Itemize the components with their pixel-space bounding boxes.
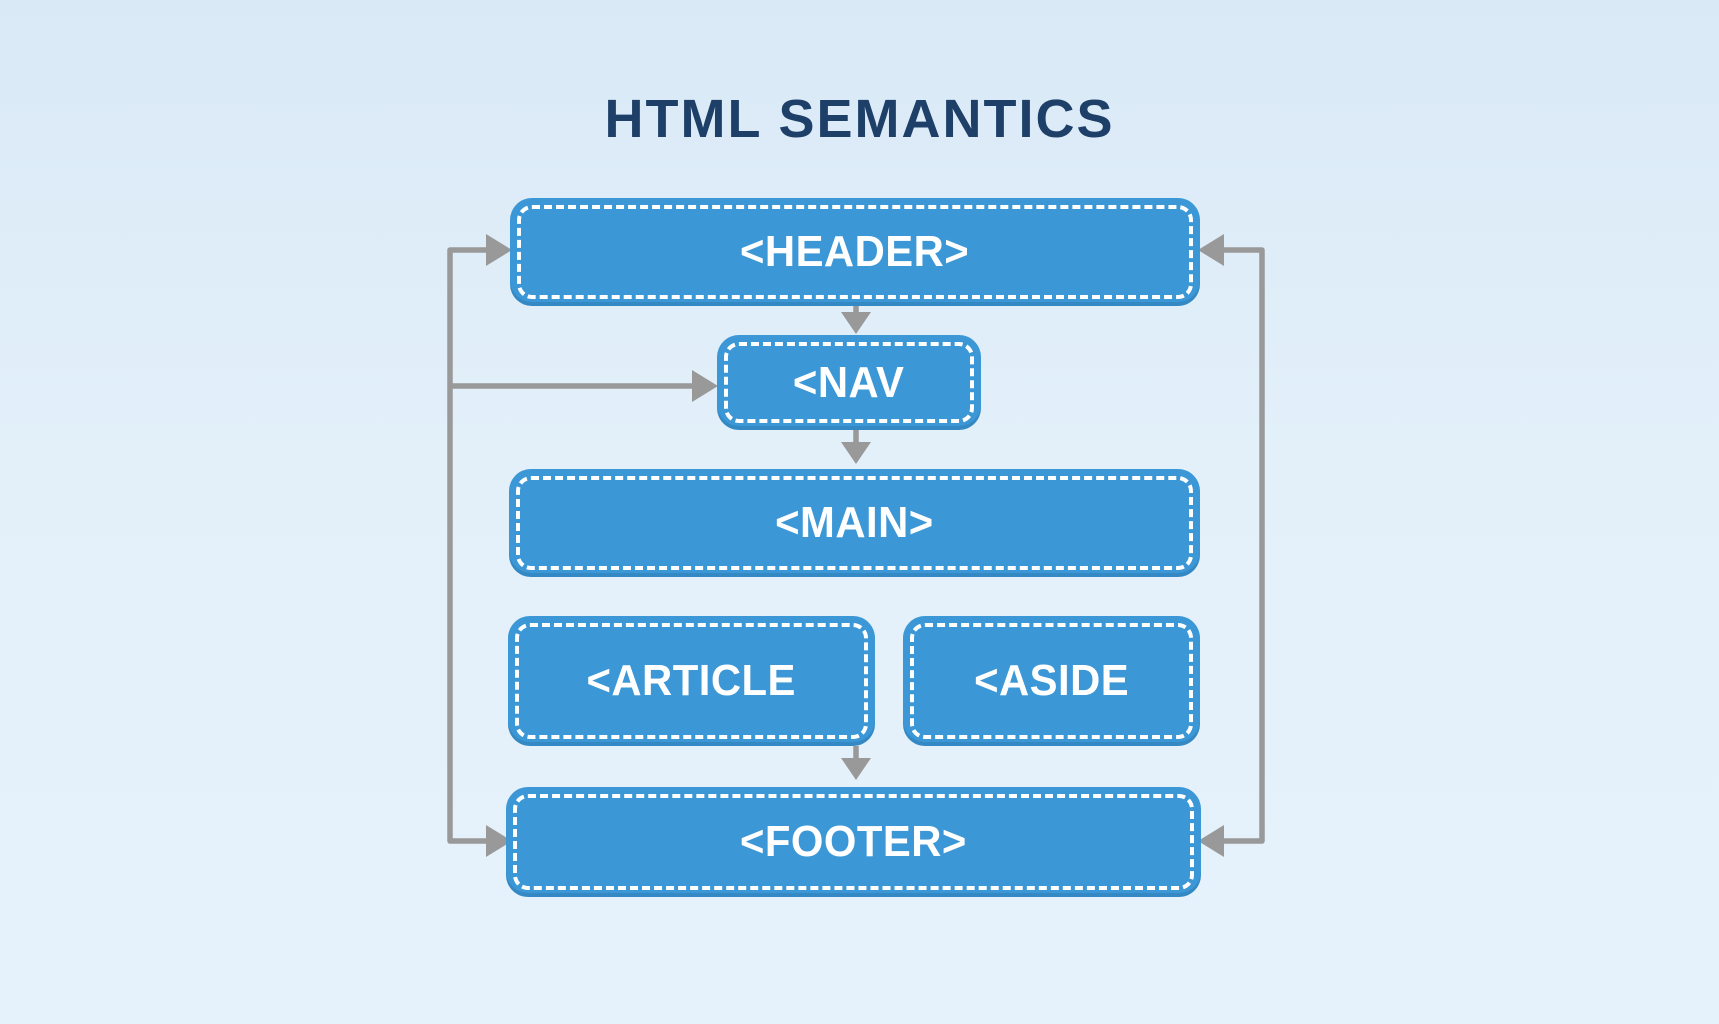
node-aside: <ASIDE bbox=[903, 616, 1200, 746]
header-to-nav-arrowhead-icon bbox=[841, 312, 871, 334]
node-main: <MAIN> bbox=[509, 469, 1200, 577]
node-article-label: <ARTICLE bbox=[586, 656, 797, 705]
left-loop-line bbox=[447, 247, 492, 844]
node-header: <HEADER> bbox=[510, 198, 1200, 306]
nav-to-main-arrowhead-icon bbox=[841, 442, 871, 464]
node-footer-label: <FOOTER> bbox=[740, 817, 967, 866]
right-loop-header-arrowhead-icon bbox=[1198, 234, 1224, 266]
node-main-label: <MAIN> bbox=[775, 498, 934, 547]
left-loop-header-arrowhead-icon bbox=[486, 234, 512, 266]
node-header-label: <HEADER> bbox=[740, 227, 970, 276]
article-to-footer-arrowhead-icon bbox=[841, 758, 871, 780]
diagram-title: HTML SEMANTICS bbox=[604, 89, 1115, 149]
node-nav-label: <NAV bbox=[793, 357, 905, 407]
right-loop-line bbox=[1220, 247, 1265, 844]
node-footer: <FOOTER> bbox=[506, 787, 1201, 897]
left-loop-footer-arrowhead-icon bbox=[486, 825, 512, 857]
node-nav: <NAV bbox=[717, 335, 981, 430]
node-aside-label: <ASIDE bbox=[973, 656, 1129, 705]
right-loop-footer-arrowhead-icon bbox=[1198, 825, 1224, 857]
node-article: <ARTICLE bbox=[508, 616, 875, 746]
left-loop-nav-arrowhead-icon bbox=[692, 370, 718, 402]
